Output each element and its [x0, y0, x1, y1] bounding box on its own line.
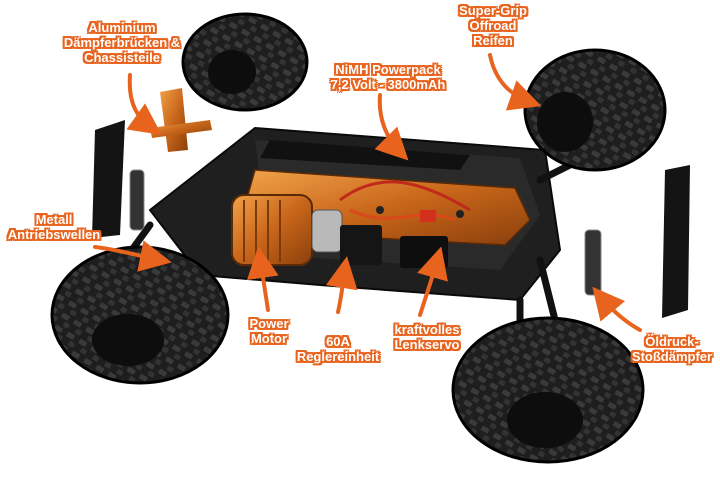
- arrow-tires: [488, 53, 542, 111]
- arrow-servo: [417, 246, 448, 317]
- label-line: Reglereinheit: [296, 349, 380, 364]
- tire-rear-top: [181, 12, 309, 112]
- label-line: Chassisteile: [84, 50, 160, 65]
- label-line: Motor: [250, 331, 288, 346]
- label-shocks: Öldruck- Stoßdämpfer: [626, 334, 718, 364]
- esc-unit: [340, 225, 382, 265]
- label-driveshafts: Metall Antriebswellen: [0, 212, 108, 242]
- label-line: Power: [249, 316, 289, 331]
- arrow-motor: [246, 246, 279, 312]
- label-line: Aluminium: [88, 20, 156, 35]
- label-line: Lenkservo: [394, 337, 460, 352]
- front-bumper: [662, 165, 690, 318]
- arrow-powerpack: [374, 93, 409, 161]
- label-line: Stoßdämpfer: [631, 349, 713, 364]
- label-aluminium-parts: Aluminium Dämpferbrücken & Chassisteile: [52, 20, 192, 65]
- arrow-esc: [325, 256, 358, 314]
- rear-bumper: [92, 120, 125, 238]
- arrow-aluminium: [126, 73, 162, 135]
- label-servo: kraftvolles Lenkservo: [382, 322, 472, 352]
- label-tires: Super-Grip Offroad Reifen: [438, 3, 548, 48]
- tire-front-bottom: [451, 316, 645, 464]
- tire-rear-bottom: [50, 245, 230, 385]
- label-line: Super-Grip: [459, 3, 527, 18]
- label-motor: Power Motor: [238, 316, 300, 346]
- callout-arrows: [93, 53, 642, 332]
- aluminium-brace: [150, 88, 212, 152]
- label-line: 7,2 Volt - 3800mAh: [330, 77, 446, 92]
- label-line: Metall: [35, 212, 73, 227]
- label-line: Antriebswellen: [7, 227, 101, 242]
- label-line: kraftvolles: [394, 322, 460, 337]
- arrow-driveshaft: [93, 240, 172, 272]
- servo-unit: [400, 236, 448, 268]
- label-line: Reifen: [473, 33, 513, 48]
- label-esc: 60A Reglereinheit: [288, 334, 388, 364]
- wires: [339, 180, 471, 212]
- label-powerpack: NiMH Powerpack 7,2 Volt - 3800mAh: [318, 62, 458, 92]
- label-line: 60A: [326, 334, 350, 349]
- tire-front-top: [523, 48, 667, 172]
- connector: [420, 210, 436, 222]
- label-line: Dämpferbrücken &: [63, 35, 181, 50]
- label-line: Offroad: [469, 18, 517, 33]
- label-line: Öldruck-: [645, 334, 699, 349]
- arrow-shocks: [592, 286, 642, 332]
- label-line: NiMH Powerpack: [335, 62, 441, 77]
